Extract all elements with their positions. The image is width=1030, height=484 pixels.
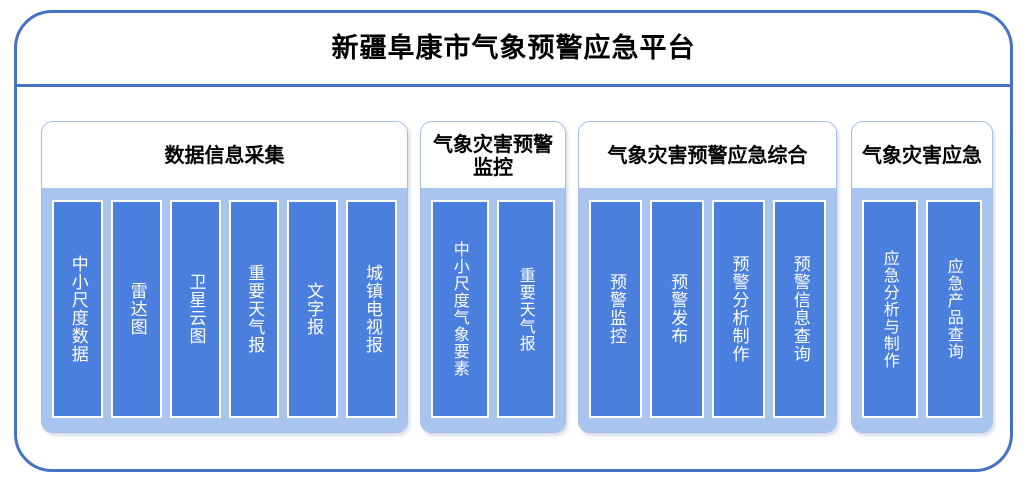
leaf-item-satellite-cloud-map[interactable]: 卫星云图 (169, 200, 221, 418)
page-title: 新疆阜康市气象预警应急平台 (331, 33, 696, 64)
group-body-data-collection: 中小尺度数据 雷达图 卫星云图 重要天气报 文字报 城镇电视报 (42, 188, 407, 432)
leaf-item-label: 预警分析制作 (728, 255, 749, 363)
leaf-item-label: 雷达图 (126, 282, 147, 336)
leaf-item-important-weather-report[interactable]: 重要天气报 (228, 200, 280, 418)
leaf-item-warning-info-query[interactable]: 预警信息查询 (772, 200, 826, 418)
group-header-disaster-emergency: 气象灾害应急 (852, 122, 992, 188)
leaf-item-emergency-analysis-production[interactable]: 应急分析与制作 (862, 200, 918, 418)
leaf-item-label: 城镇电视报 (361, 264, 382, 354)
leaf-item-label: 文字报 (303, 282, 324, 336)
leaf-item-label: 应急产品查询 (944, 258, 964, 360)
leaf-item-mid-small-scale-weather-elements[interactable]: 中小尺度气象要素 (431, 200, 489, 418)
group-header-label: 气象灾害预警应急综合 (607, 143, 808, 168)
groups-area: 数据信息采集 中小尺度数据 雷达图 卫星云图 重要天气报 文字报 (17, 87, 1010, 469)
group-disaster-warning-monitor[interactable]: 气象灾害预警监控 中小尺度气象要素 重要天气报 (420, 121, 566, 433)
group-header-label: 气象灾害应急 (862, 143, 982, 168)
leaf-item-emergency-product-query[interactable]: 应急产品查询 (926, 200, 982, 418)
leaf-item-label: 卫星云图 (185, 273, 206, 345)
leaf-item-text-report[interactable]: 文字报 (287, 200, 339, 418)
group-warning-emergency-integrated[interactable]: 气象灾害预警应急综合 预警监控 预警发布 预警分析制作 预警信息查询 (578, 121, 837, 433)
group-header-data-collection: 数据信息采集 (42, 122, 407, 188)
leaf-item-warning-monitor[interactable]: 预警监控 (589, 200, 643, 418)
group-header-label: 气象灾害预警监控 (433, 131, 553, 179)
group-disaster-emergency[interactable]: 气象灾害应急 应急分析与制作 应急产品查询 (851, 121, 993, 433)
group-data-collection[interactable]: 数据信息采集 中小尺度数据 雷达图 卫星云图 重要天气报 文字报 (41, 121, 408, 433)
group-header-label: 数据信息采集 (164, 143, 285, 168)
group-body-disaster-warning-monitor: 中小尺度气象要素 重要天气报 (421, 188, 565, 432)
platform-title-bar: 新疆阜康市气象预警应急平台 (17, 13, 1010, 87)
group-body-warning-emergency-integrated: 预警监控 预警发布 预警分析制作 预警信息查询 (579, 188, 836, 432)
group-body-disaster-emergency: 应急分析与制作 应急产品查询 (852, 188, 992, 432)
group-header-warning-emergency-integrated: 气象灾害预警应急综合 (579, 122, 836, 188)
leaf-item-label: 预警信息查询 (789, 255, 810, 363)
leaf-item-label: 预警发布 (667, 273, 688, 345)
leaf-item-warning-analysis-production[interactable]: 预警分析制作 (711, 200, 765, 418)
leaf-item-label: 预警监控 (605, 273, 626, 345)
leaf-item-warning-release[interactable]: 预警发布 (650, 200, 704, 418)
leaf-item-label: 应急分析与制作 (880, 249, 900, 369)
leaf-item-important-weather-report[interactable]: 重要天气报 (497, 200, 555, 418)
leaf-item-label: 重要天气报 (244, 264, 265, 354)
platform-frame: 新疆阜康市气象预警应急平台 数据信息采集 中小尺度数据 雷达图 卫星云图 重要天… (14, 10, 1013, 472)
leaf-item-mid-small-scale-data[interactable]: 中小尺度数据 (52, 200, 103, 418)
group-header-disaster-warning-monitor: 气象灾害预警监控 (421, 122, 565, 188)
leaf-item-label: 重要天气报 (516, 266, 536, 352)
leaf-item-town-tv-report[interactable]: 城镇电视报 (346, 200, 397, 418)
leaf-item-label: 中小尺度数据 (67, 255, 88, 363)
leaf-item-label: 中小尺度气象要素 (450, 241, 470, 377)
leaf-item-radar-chart[interactable]: 雷达图 (110, 200, 162, 418)
